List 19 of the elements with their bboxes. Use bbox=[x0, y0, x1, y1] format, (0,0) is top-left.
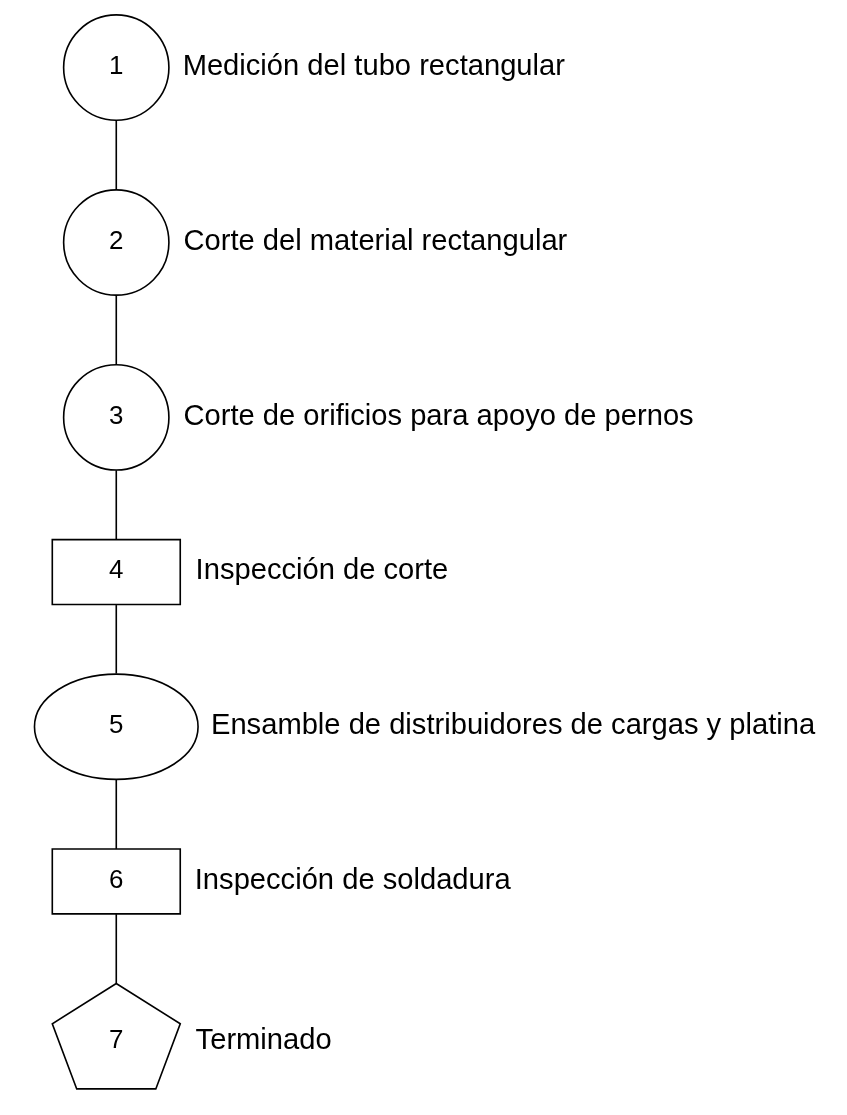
connector bbox=[114, 778, 117, 850]
node-box: 4 bbox=[51, 538, 181, 606]
node-label: Ensamble de distribuidores de cargas y platina bbox=[210, 707, 815, 740]
connector bbox=[114, 469, 117, 541]
node-label: Medición del tubo rectangular bbox=[182, 48, 565, 81]
node-label: Corte del material rectangular bbox=[182, 223, 567, 256]
node-label: Corte de orificios para apoyo de pernos bbox=[182, 398, 694, 431]
connector bbox=[114, 119, 117, 191]
connector bbox=[114, 604, 117, 675]
node-circle: 3 bbox=[62, 363, 170, 471]
node-circle: 2 bbox=[62, 189, 170, 296]
connector bbox=[114, 913, 117, 984]
node-ellipse: 5 bbox=[33, 673, 199, 781]
node-circle: 1 bbox=[62, 14, 170, 121]
node-label: Inspección de soldadura bbox=[194, 862, 511, 895]
connector bbox=[114, 294, 117, 366]
node-label: Inspección de corte bbox=[195, 553, 448, 586]
node-label: Terminado bbox=[195, 1022, 332, 1055]
node-box: 6 bbox=[51, 848, 181, 915]
